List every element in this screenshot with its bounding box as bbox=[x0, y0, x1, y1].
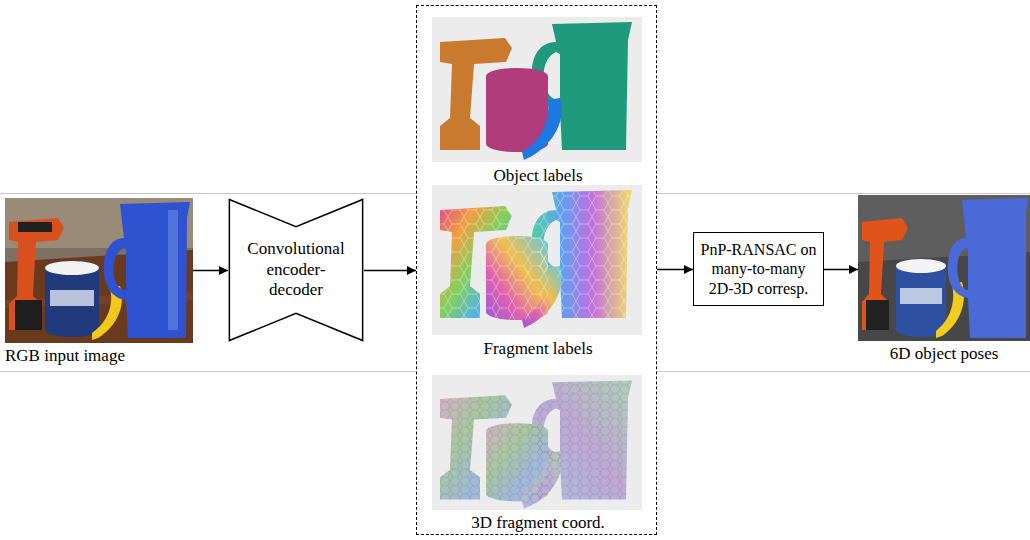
output-photo bbox=[858, 195, 1030, 341]
fragment-coordinates-image bbox=[432, 375, 642, 510]
object-labels-image bbox=[432, 17, 642, 162]
caption: 3D fragment coord. bbox=[433, 513, 643, 533]
fragment-labels-image bbox=[432, 185, 642, 335]
encoder-decoder: Convolutional encoder-decoder bbox=[228, 198, 364, 342]
input-photo bbox=[5, 198, 193, 343]
node-label: Convolutional encoder-decoder bbox=[240, 239, 352, 300]
caption: Fragment labels bbox=[433, 339, 643, 359]
process-box: PnP-RANSAC on many-to-many 2D-3D corresp… bbox=[693, 232, 824, 306]
output-panel: 3D fragment coord. bbox=[433, 376, 643, 533]
flow-arrow bbox=[657, 269, 693, 271]
bowtie-outline bbox=[229, 199, 362, 340]
output-group: Object labelsFragment labels 3D fragment … bbox=[416, 5, 657, 535]
input-image: RGB input image bbox=[5, 198, 193, 343]
output-panel: Fragment labels bbox=[433, 186, 643, 364]
flow-arrow bbox=[364, 270, 416, 272]
output-panel: Object labels bbox=[433, 18, 643, 196]
node-label: PnP-RANSAC on many-to-many 2D-3D corresp… bbox=[700, 240, 817, 298]
output-image: 6D object poses bbox=[858, 195, 1030, 341]
flow-arrow bbox=[193, 270, 228, 272]
caption: Object labels bbox=[433, 166, 643, 186]
flow-arrow bbox=[824, 269, 858, 271]
caption: RGB input image bbox=[5, 346, 125, 366]
caption: 6D object poses bbox=[858, 344, 1030, 364]
